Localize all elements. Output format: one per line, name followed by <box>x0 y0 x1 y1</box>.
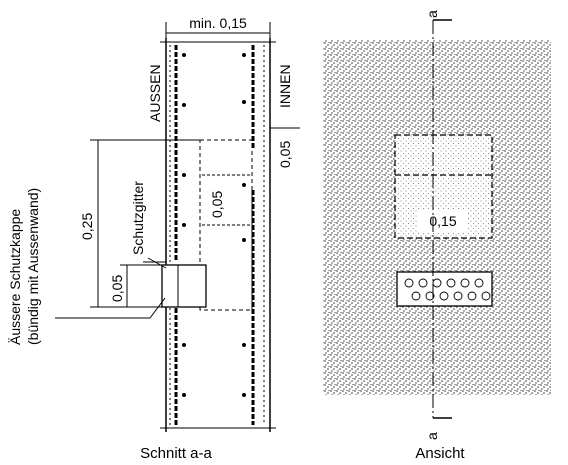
cap-leader-diagonal <box>149 297 166 319</box>
section-drawing: min. 0,15 AUSSEN INNEN 0,05 0,05 0,25 0,… <box>7 15 300 462</box>
section-caption: Schnitt a-a <box>140 445 212 462</box>
opening-label-bg <box>418 210 468 232</box>
height-dimension-label: 0,25 <box>79 213 95 240</box>
elevation-caption: Ansicht <box>415 445 465 462</box>
cap-label-line2: (bündig mit Aussenwand) <box>25 188 41 345</box>
cap-label-line1: Äussere Schutzkappe <box>7 209 23 345</box>
opening-dimension-label: 0,05 <box>109 275 125 302</box>
section-mark-top-label: a <box>424 10 440 18</box>
grille-leader <box>147 257 167 269</box>
label-outside: AUSSEN <box>147 64 163 122</box>
opening-dimension-label: 0,15 <box>429 213 456 229</box>
grille-box <box>396 271 493 307</box>
duct-opening-outline <box>199 139 253 311</box>
fixings <box>182 53 246 397</box>
label-inside: INNEN <box>277 64 293 108</box>
dim-right-label: 0,05 <box>277 141 293 168</box>
grille-holes <box>404 278 491 301</box>
grille-label: Schutzgitter <box>130 181 146 255</box>
elevation-drawing: 0,15 a a Ansicht <box>323 10 551 462</box>
dim-mid-label: 0,05 <box>209 191 225 218</box>
outer-cap-box <box>161 264 207 308</box>
width-dimension-label: min. 0,15 <box>189 15 247 31</box>
section-mark-bottom-label: a <box>424 432 440 440</box>
